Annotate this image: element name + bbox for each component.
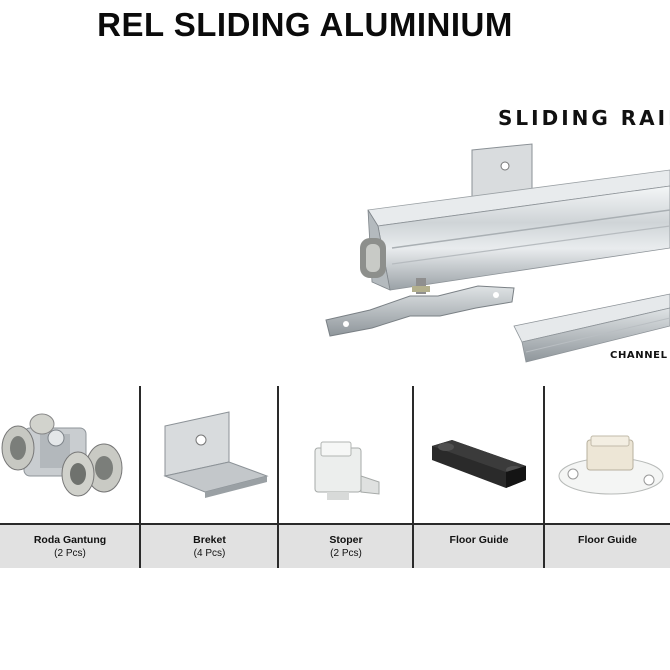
column-divider xyxy=(277,386,279,568)
floor-guide-white-icon xyxy=(558,435,664,495)
part-caption: Roda Gantung (2 Pcs) xyxy=(0,525,140,568)
part-name: Floor Guide xyxy=(578,534,637,546)
part-caption: Stoper (2 Pcs) xyxy=(279,525,413,568)
part-quantity: (4 Pcs) xyxy=(193,548,226,559)
part-quantity: (2 Pcs) xyxy=(54,548,86,559)
part-name: Breket xyxy=(193,534,226,546)
page-title: REL SLIDING ALUMINIUM xyxy=(97,6,513,43)
sliding-rail-illustration xyxy=(325,143,670,363)
part-caption: Breket (4 Pcs) xyxy=(141,525,278,568)
part-caption: Floor Guide xyxy=(545,525,670,568)
sliding-rail-label: SLIDING RAIL xyxy=(498,106,670,130)
bracket-icon xyxy=(163,411,269,498)
part-breket: Breket (4 Pcs) xyxy=(141,386,278,568)
part-name: Roda Gantung xyxy=(33,534,107,546)
floor-guide-black-icon xyxy=(432,440,526,488)
part-stoper: Stoper (2 Pcs) xyxy=(279,386,413,568)
part-floor-guide-black: Floor Guide xyxy=(414,386,544,568)
part-quantity: (2 Pcs) xyxy=(330,548,362,559)
part-caption: Floor Guide xyxy=(414,525,544,568)
column-divider xyxy=(412,386,414,568)
channel-label: CHANNEL xyxy=(610,350,668,361)
caption-divider xyxy=(0,523,670,525)
column-divider xyxy=(139,386,141,568)
part-image xyxy=(279,386,413,525)
part-image xyxy=(141,386,278,525)
part-roda-gantung: Roda Gantung (2 Pcs) xyxy=(0,386,140,568)
part-image xyxy=(545,386,670,525)
part-image xyxy=(414,386,544,525)
column-divider xyxy=(543,386,545,568)
roller-hanger-icon xyxy=(1,413,123,497)
stopper-icon xyxy=(314,441,380,500)
part-name: Stoper xyxy=(329,534,363,546)
part-name: Floor Guide xyxy=(449,534,509,546)
parts-table: Roda Gantung (2 Pcs) Breket (4 Pcs) xyxy=(0,386,670,568)
part-floor-guide-white: Floor Guide xyxy=(545,386,670,568)
part-image xyxy=(0,386,140,525)
